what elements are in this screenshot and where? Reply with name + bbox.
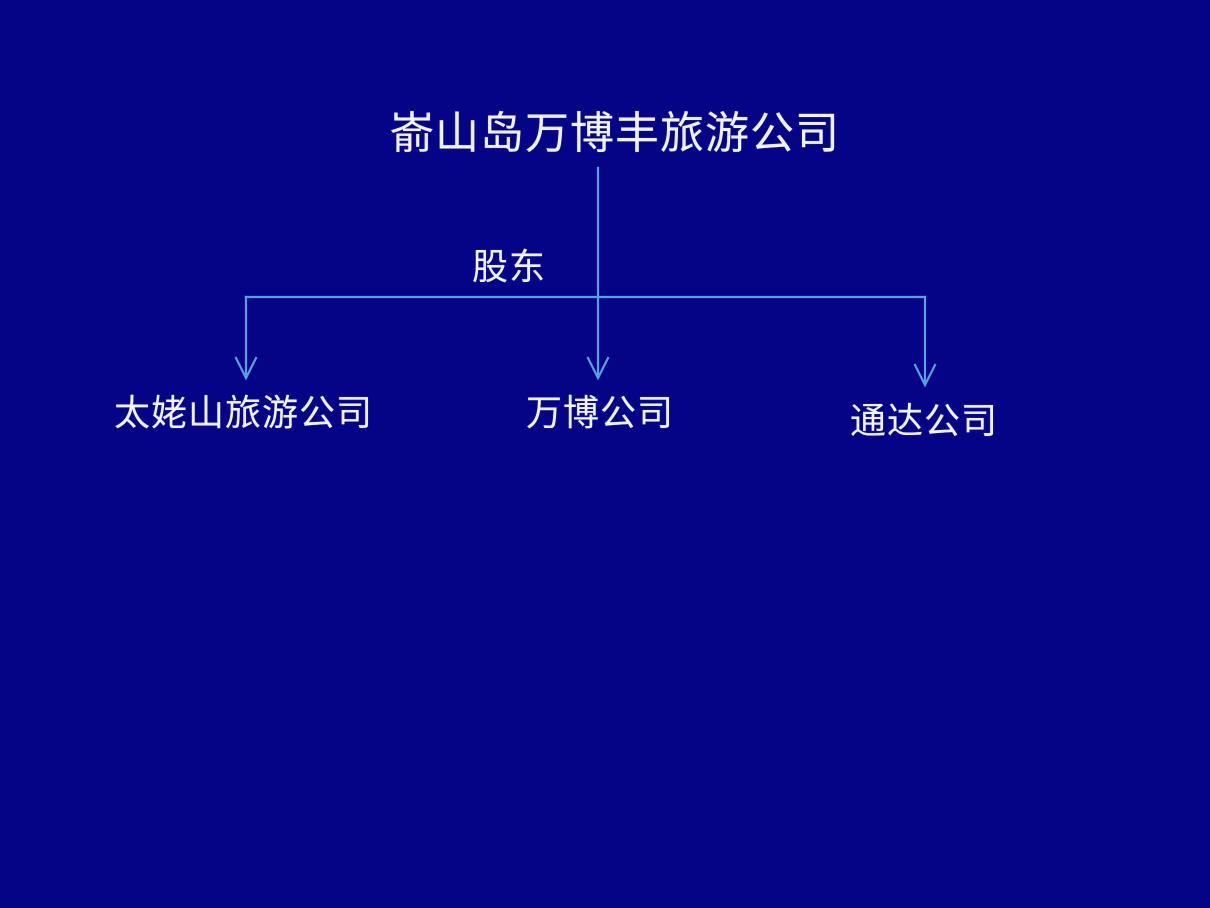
- org-child-node-label-right: 通达公司: [850, 401, 999, 442]
- org-child-node-label-left: 太姥山旅游公司: [114, 393, 374, 434]
- org-root-node-label: 嵛山岛万博丰旅游公司: [390, 108, 840, 159]
- edge-label-shareholder: 股东: [472, 247, 547, 288]
- arrowhead-center-icon: [586, 356, 610, 381]
- arrowhead-left-icon: [234, 356, 258, 381]
- org-child-node-label-center: 万博公司: [526, 393, 675, 434]
- arrowhead-right-icon: [913, 363, 937, 388]
